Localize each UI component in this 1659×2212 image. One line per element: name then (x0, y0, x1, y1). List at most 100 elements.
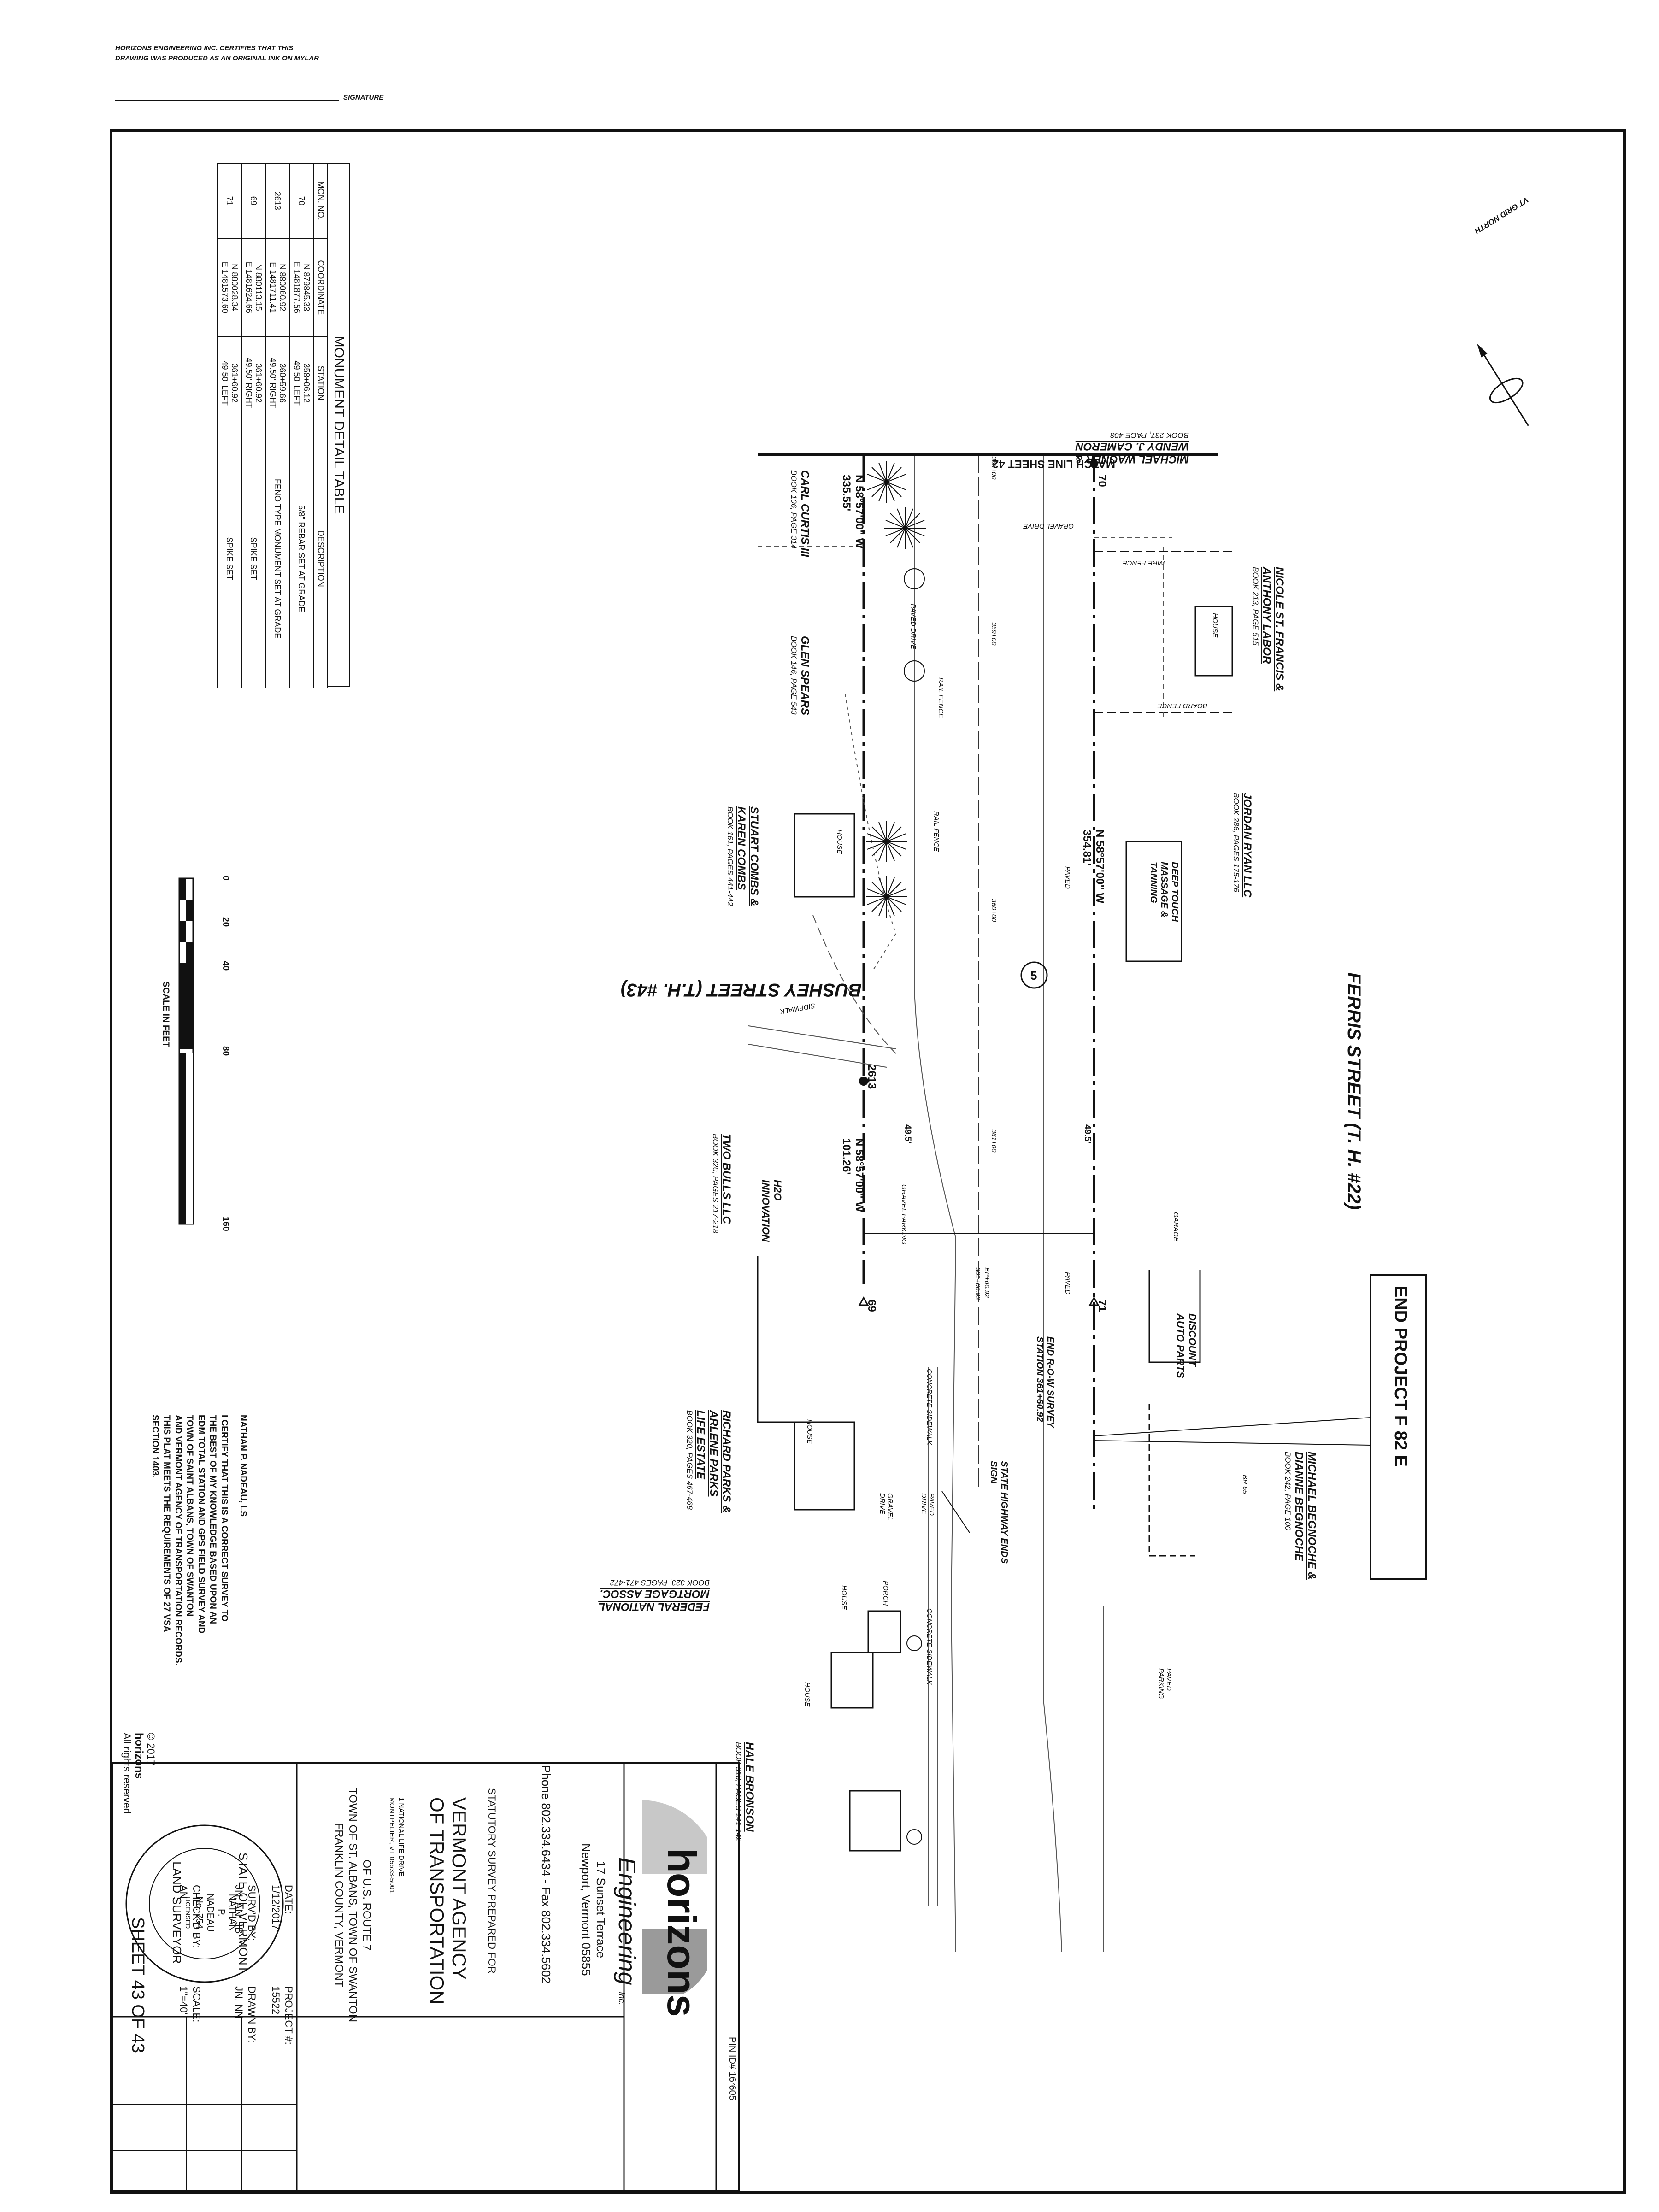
seal-text: STATE OF VERMONT NATHAN P. NADEAU No. 75… (170, 1853, 250, 1973)
monument-number: 70 (1096, 475, 1108, 487)
end-project-label: END PROJECT F 82 E (1391, 1286, 1410, 1467)
drawn-by-field: DRAWN BY:JN, NN (233, 1986, 258, 2043)
station-circle-number: 5 (1030, 969, 1037, 982)
signature-label: SIGNATURE (343, 94, 384, 101)
date-field: DATE:1/12/2017 (270, 1885, 294, 1930)
table-header-row: MON. NO. COORDINATE STATION DESCRIPTION (313, 164, 328, 688)
monument-number: 2613 (865, 1065, 878, 1089)
ferris-street-label: FERRIS STREET (T. H. #22) (1344, 972, 1364, 1210)
copyright-block: © 2017 horizons All rights reserved (121, 1733, 157, 1814)
table-cell: 5/8" REBAR SET AT GRADE (289, 429, 313, 688)
feature-label: BR 65 (1241, 1475, 1249, 1494)
bushey-street-label: BUSHEY STREET (T.H. #43) (620, 980, 862, 1000)
feature-label: RAIL FENCE (932, 811, 940, 852)
table-header-cell: STATION (313, 336, 328, 429)
house-outline (830, 1652, 874, 1709)
sheet-number: SHEET 43 OF 43 (128, 1917, 147, 2053)
scale-field: SCALE:1"=40' (178, 1986, 202, 2023)
certification-line-2: DRAWING WAS PRODUCED AS AN ORIGINAL INK … (115, 54, 319, 62)
table-cell: 2613 (265, 164, 289, 238)
building-outline (1125, 841, 1182, 962)
feature-label: RAIL FENCE (937, 677, 945, 718)
feature-label: GRAVEL DRIVE (1023, 522, 1074, 530)
feature-label: HOUSE (806, 1419, 813, 1444)
feature-label: PAVED (1064, 1272, 1071, 1294)
scale-caption: SCALE IN FEET (161, 982, 171, 1047)
feature-label: PORCH (882, 1581, 889, 1606)
table-cell: 69 (241, 164, 265, 238)
feature-label: GRAVEL PARKING (900, 1184, 908, 1245)
bushey-street-edge (812, 915, 896, 1054)
scale-tick: 0 (221, 876, 230, 881)
scale-tick: 160 (221, 1217, 230, 1231)
company-phone: Phone 802.334.6434 - Fax 802.334.5602 (539, 1765, 553, 1984)
feature-label: H2O INNOVATION (760, 1180, 783, 1242)
monument-70 (1090, 459, 1098, 468)
house-outline (794, 1421, 855, 1511)
prepared-for: STATUTORY SURVEY PREPARED FOR (486, 1788, 498, 1974)
station-marker-circle (1020, 961, 1048, 989)
feature-label: BOARD FENCE (1157, 702, 1207, 710)
monument-number: 69 (865, 1300, 878, 1312)
feature-label: HOUSE (835, 830, 843, 854)
rail-fence (845, 694, 897, 971)
company-logo-shape (642, 1929, 707, 1994)
offset-label: 49.5' (903, 1124, 912, 1144)
monument-71 (1088, 1296, 1100, 1306)
scale-tick: 80 (221, 1046, 230, 1056)
table-header-cell: COORDINATE (313, 238, 328, 337)
survey-plan-drawing (112, 343, 1529, 2191)
feature-label: DEEP TOUCH MASSAGE & TANNING (1148, 862, 1180, 922)
table-cell: 71 (218, 164, 241, 238)
table-cell: FENO TYPE MONUMENT SET AT GRADE (265, 429, 289, 688)
table-cell: 70 (289, 164, 313, 238)
surveyor-seal-inner (149, 1848, 260, 1959)
feature-label: GARAGE (1172, 1212, 1180, 1242)
monument-2613 (859, 1077, 868, 1086)
bushey-street-edge (748, 1044, 887, 1068)
garage-outline (1148, 1270, 1201, 1363)
station-label: 358+00 (990, 456, 998, 480)
pavement-edge (914, 988, 957, 1953)
pin-id: PIN ID# 16r605 (727, 2037, 737, 2100)
feature-label: HOUSE (1211, 613, 1219, 638)
house-outline (1194, 606, 1233, 677)
signature-line (115, 100, 339, 101)
end-project-box (1370, 1274, 1427, 1580)
porch-outline (867, 1610, 901, 1653)
scale-bar (178, 877, 194, 1225)
monument-number: 71 (1096, 1300, 1108, 1312)
h2o-outline (757, 1256, 822, 1423)
house-outline (849, 1790, 901, 1852)
pavement-edge (1043, 1698, 1062, 1953)
surveyor-seal-outer (125, 1824, 284, 1983)
scale-tick: 20 (221, 917, 230, 927)
drawing-frame (110, 129, 1626, 2194)
table-header-cell: DESCRIPTION (313, 429, 328, 688)
feature-label: GRAVEL DRIVE (878, 1493, 894, 1521)
discount-outline (1148, 1404, 1195, 1557)
monument-table-block: MONUMENT DETAIL TABLE MON. NO. COORDINAT… (217, 163, 350, 688)
feature-label: HOUSE (840, 1585, 848, 1610)
offset-label: 49.5' (1082, 1124, 1092, 1144)
